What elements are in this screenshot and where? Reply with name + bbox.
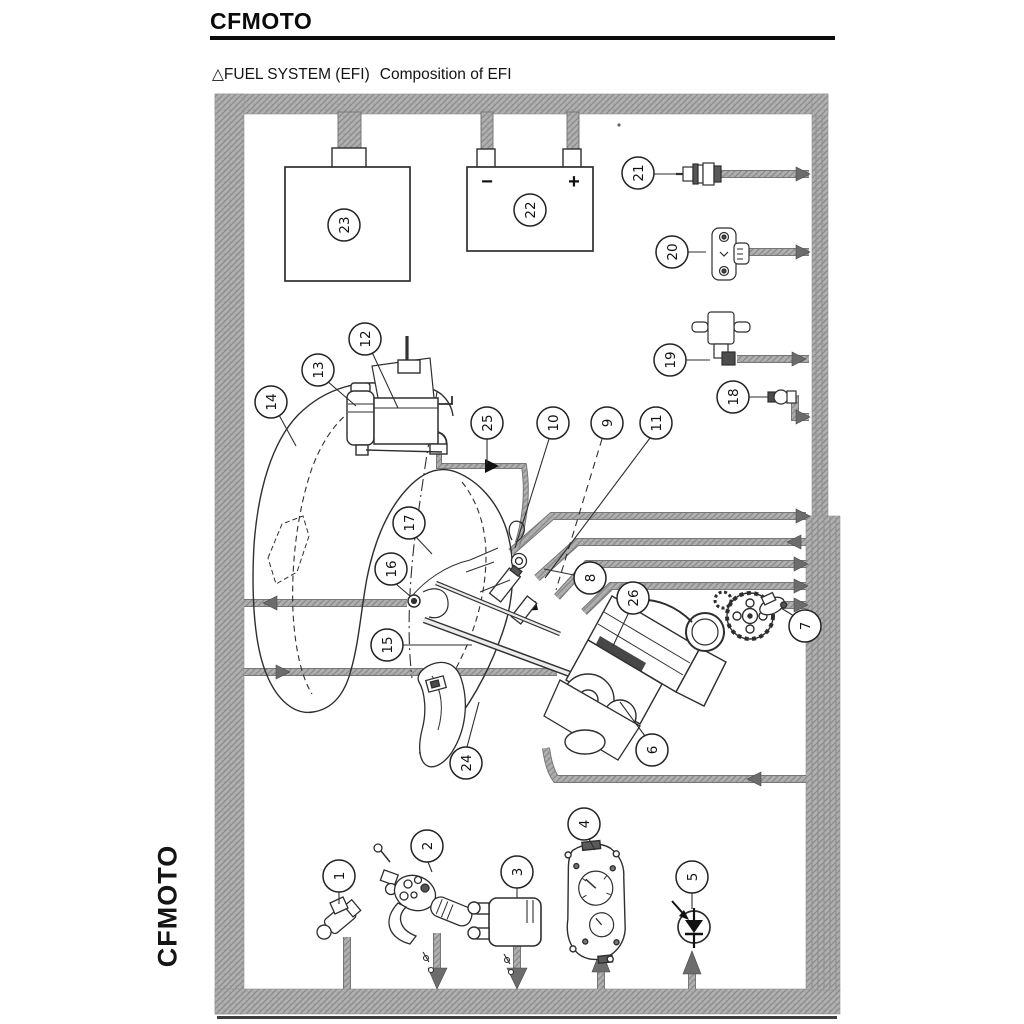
callout-number: 8 bbox=[583, 574, 599, 583]
callout-15: 15 bbox=[370, 628, 404, 662]
callout-20: 20 bbox=[655, 235, 689, 269]
callout-9: 9 bbox=[590, 406, 624, 440]
instrument-cluster bbox=[564, 839, 626, 965]
callout-number: 22 bbox=[523, 201, 539, 218]
callout-number: 21 bbox=[631, 164, 647, 181]
callout-23: 23 bbox=[327, 208, 361, 242]
handlebar-switch bbox=[373, 843, 473, 945]
callout-number: 2 bbox=[420, 842, 436, 851]
temp-sensor bbox=[767, 389, 797, 405]
callout-16: 16 bbox=[374, 552, 408, 586]
page-bottom-rule bbox=[217, 1016, 837, 1019]
engine bbox=[543, 588, 775, 761]
callout-6: 6 bbox=[635, 733, 669, 767]
callout-number: 19 bbox=[663, 351, 679, 368]
callout-7: 7 bbox=[788, 609, 822, 643]
diode bbox=[671, 900, 711, 948]
callout-number: 9 bbox=[600, 419, 616, 428]
callout-3: 3 bbox=[500, 855, 534, 889]
callout-number: 25 bbox=[480, 414, 496, 431]
callout-19: 19 bbox=[653, 343, 687, 377]
switch-glyphs bbox=[422, 951, 515, 976]
section-title-name: Composition of EFI bbox=[379, 66, 512, 83]
callout-number: 6 bbox=[645, 746, 661, 755]
oxygen-sensor bbox=[676, 162, 722, 186]
solenoid-valve bbox=[691, 311, 751, 366]
ignition-switch bbox=[316, 896, 362, 940]
battery-negative-label: − bbox=[481, 171, 493, 193]
callout-number: 17 bbox=[402, 514, 418, 531]
callout-22: 22 bbox=[513, 193, 547, 227]
callout-number: 5 bbox=[685, 873, 701, 882]
callout-number: 15 bbox=[380, 636, 396, 653]
callout-number: 11 bbox=[649, 414, 665, 431]
callout-24: 24 bbox=[449, 746, 483, 780]
callout-number: 20 bbox=[665, 243, 681, 260]
callout-number: 3 bbox=[510, 868, 526, 877]
callout-number: 4 bbox=[577, 820, 593, 829]
callout-number: 16 bbox=[384, 560, 400, 577]
callout-21: 21 bbox=[621, 156, 655, 190]
callout-number: 13 bbox=[311, 361, 327, 378]
callout-1: 1 bbox=[322, 859, 356, 893]
callout-2: 2 bbox=[410, 829, 444, 863]
callout-8: 8 bbox=[573, 561, 607, 595]
callout-26: 26 bbox=[616, 581, 650, 615]
callout-5: 5 bbox=[675, 860, 709, 894]
callout-17: 17 bbox=[392, 506, 426, 540]
throttle-body bbox=[411, 520, 538, 625]
relay bbox=[467, 897, 542, 947]
callout-number: 12 bbox=[358, 330, 374, 347]
fuel-pump bbox=[346, 336, 453, 456]
title-rule bbox=[210, 36, 835, 40]
callout-10: 10 bbox=[536, 406, 570, 440]
components: − + bbox=[252, 147, 797, 976]
section-title-prefix: △FUEL SYSTEM (EFI) bbox=[212, 66, 370, 83]
callout-number: 14 bbox=[264, 393, 280, 410]
gear-sensor bbox=[759, 591, 788, 616]
grommet bbox=[407, 588, 449, 619]
battery-positive-label: + bbox=[568, 171, 580, 193]
callout-13: 13 bbox=[301, 353, 335, 387]
callout-12: 12 bbox=[348, 322, 382, 356]
callout-number: 1 bbox=[332, 872, 348, 881]
callout-number: 10 bbox=[546, 414, 562, 431]
callout-number: 18 bbox=[726, 388, 742, 405]
callout-number: 26 bbox=[626, 589, 642, 606]
pressure-sensor bbox=[711, 227, 750, 281]
diagram-frame bbox=[214, 93, 841, 1019]
callout-leaders bbox=[278, 173, 795, 909]
callout-25: 25 bbox=[470, 406, 504, 440]
air-duct bbox=[417, 661, 466, 768]
section-title: △FUEL SYSTEM (EFI) Composition of EFI bbox=[212, 65, 512, 84]
page-title: CFMOTO bbox=[210, 8, 313, 34]
callout-number: 23 bbox=[337, 216, 353, 233]
callout-number: 7 bbox=[798, 622, 814, 631]
callout-14: 14 bbox=[254, 385, 288, 419]
callout-11: 11 bbox=[639, 406, 673, 440]
callout-4: 4 bbox=[567, 807, 601, 841]
callout-number: 24 bbox=[459, 754, 475, 771]
callout-18: 18 bbox=[716, 380, 750, 414]
